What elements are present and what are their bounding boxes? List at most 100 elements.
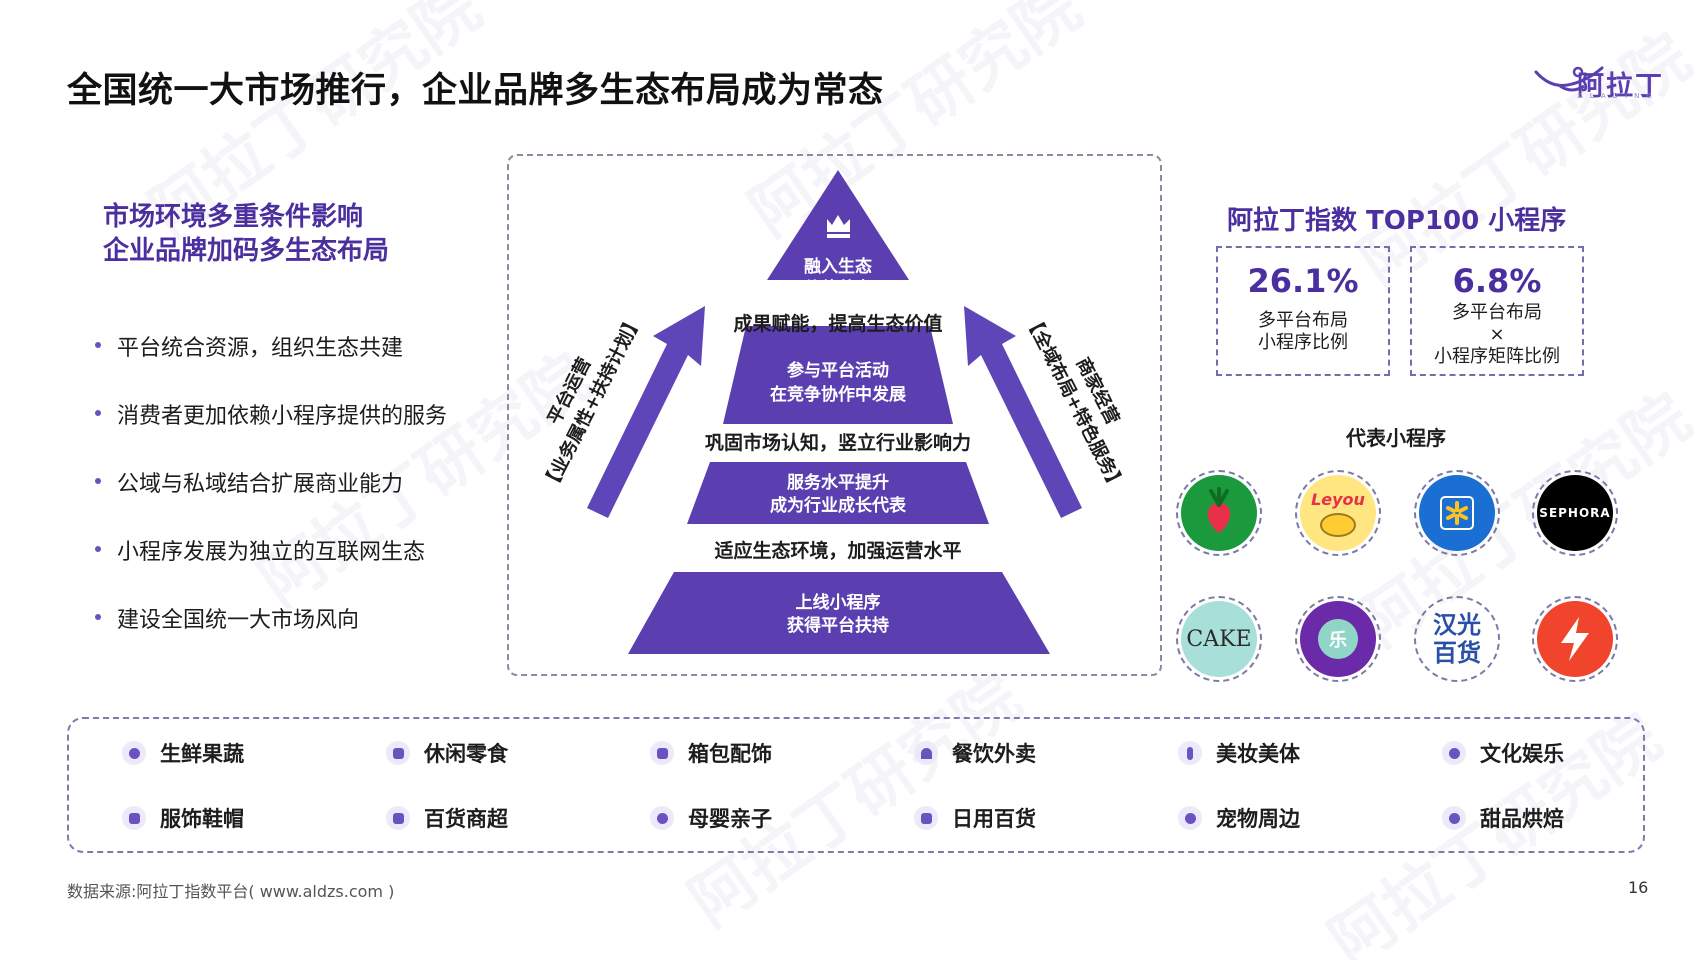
- baby-icon: [650, 806, 674, 830]
- cat-mascot-text: 乐: [1318, 619, 1358, 659]
- category-label: 宠物周边: [1216, 807, 1300, 831]
- category-label: 餐饮外卖: [952, 742, 1036, 766]
- film-reel-icon: [1442, 741, 1466, 765]
- category-label: 生鲜果蔬: [160, 742, 244, 766]
- bullet-item: 小程序发展为独立的互联网生态: [95, 534, 447, 602]
- left-heading: 市场环境多重条件影响 企业品牌加码多生态布局: [103, 200, 389, 268]
- leyou-text: Leyou: [1311, 489, 1365, 509]
- hanguang-icon: 汉光 百货: [1419, 601, 1495, 677]
- radish-icon: [1181, 475, 1257, 551]
- bullet-item: 公域与私域结合扩展商业能力: [95, 466, 447, 534]
- tier-top-text: 价值共享: [804, 278, 872, 299]
- sephora-text: SEPHORA: [1539, 506, 1611, 520]
- pyramid-tier-2: [723, 326, 953, 424]
- stat-label: 多平台布局: [1258, 310, 1348, 331]
- cake-text: CAKE: [1186, 626, 1252, 652]
- app-walmart[interactable]: [1414, 470, 1500, 556]
- cake-icon: CAKE: [1181, 601, 1257, 677]
- category-item: 宠物周边: [1178, 803, 1300, 833]
- shirt-icon: [122, 806, 146, 830]
- category-item: 箱包配饰: [650, 738, 772, 768]
- category-item: 百货商超: [386, 803, 508, 833]
- tier-3-text: 服务水平提升: [787, 472, 889, 493]
- aladdin-lamp-icon: [1534, 66, 1604, 92]
- category-item: 甜品烘焙: [1442, 803, 1564, 833]
- dish-icon: [914, 741, 938, 765]
- index-title: 阿拉丁指数 TOP100 小程序: [1227, 206, 1567, 236]
- bullet-item: 平台统合资源，组织生态共建: [95, 330, 447, 398]
- tier-2-text: 参与平台活动: [787, 360, 889, 381]
- step-text: 成果赋能，提高生态价值: [733, 312, 942, 335]
- app-cat-mascot[interactable]: 乐: [1295, 596, 1381, 682]
- category-label: 母婴亲子: [688, 807, 772, 831]
- category-label: 百货商超: [424, 807, 508, 831]
- category-item: 母婴亲子: [650, 803, 772, 833]
- leyou-icon: Leyou: [1300, 475, 1376, 551]
- category-item: 餐饮外卖: [914, 738, 1036, 768]
- app-lightning[interactable]: [1532, 596, 1618, 682]
- bullet-list: 平台统合资源，组织生态共建 消费者更加依赖小程序提供的服务 公域与私域结合扩展商…: [95, 330, 447, 670]
- stat-value: 6.8%: [1452, 262, 1542, 300]
- stat-value: 26.1%: [1247, 262, 1359, 300]
- step-text: 巩固市场认知，竖立行业影响力: [705, 431, 971, 454]
- stat-label: ×: [1489, 324, 1505, 345]
- right-arrow: [964, 306, 1082, 518]
- page-title: 全国统一大市场推行，企业品牌多生态布局成为常态: [67, 71, 884, 111]
- pyramid-tier-base: [628, 572, 1050, 654]
- bullet-item: 消费者更加依赖小程序提供的服务: [95, 398, 447, 466]
- category-item: 服饰鞋帽: [122, 803, 244, 833]
- app-cake[interactable]: CAKE: [1176, 596, 1262, 682]
- store-icon: [386, 806, 410, 830]
- category-label: 日用百货: [952, 807, 1036, 831]
- hanguang-text: 百货: [1433, 639, 1481, 667]
- logo-text: 阿拉丁: [1577, 71, 1664, 102]
- category-label: 休闲零食: [424, 742, 508, 766]
- sephora-icon: SEPHORA: [1537, 475, 1613, 551]
- snack-icon: [386, 741, 410, 765]
- category-label: 美妆美体: [1216, 742, 1300, 766]
- stat-card: 6.8% 多平台布局 × 小程序矩阵比例: [1410, 246, 1584, 376]
- app-hanguang[interactable]: 汉光 百货: [1414, 596, 1500, 682]
- tier-base-text: 获得平台扶持: [787, 615, 889, 636]
- tier-top-text: 融入生态: [804, 256, 872, 277]
- bullet-item: 建设全国统一大市场风向: [95, 602, 447, 670]
- cat-mascot-icon: 乐: [1300, 601, 1376, 677]
- crown-icon: [827, 215, 850, 238]
- lightning-icon: [1537, 601, 1613, 677]
- category-label: 服饰鞋帽: [160, 807, 244, 831]
- lipstick-icon: [1178, 741, 1202, 765]
- stat-label: 多平台布局: [1452, 302, 1542, 323]
- category-item: 休闲零食: [386, 738, 508, 768]
- pyramid-tier-3: [687, 462, 989, 524]
- category-item: 生鲜果蔬: [122, 738, 244, 768]
- page-number: 16: [1628, 878, 1649, 897]
- step-text: 适应生态环境，加强运营水平: [714, 539, 961, 562]
- pyramid-frame: [507, 154, 1162, 676]
- watermark: 阿拉丁研究院: [1346, 380, 1704, 662]
- category-label: 文化娱乐: [1480, 742, 1564, 766]
- app-leyou[interactable]: Leyou: [1295, 470, 1381, 556]
- category-item: 日用百货: [914, 803, 1036, 833]
- category-panel: [67, 717, 1645, 853]
- left-heading-line: 市场环境多重条件影响: [103, 202, 364, 232]
- walmart-icon: [1419, 475, 1495, 551]
- category-label: 箱包配饰: [688, 742, 772, 766]
- bag-icon: [650, 741, 674, 765]
- data-source: 数据来源:阿拉丁指数平台( www.aldzs.com ): [67, 882, 395, 901]
- stat-label: 小程序矩阵比例: [1434, 346, 1560, 367]
- growth-pyramid: 融入生态 价值共享 成果赋能，提高生态价值 参与平台活动 在竞争协作中发展 巩固…: [538, 170, 1129, 654]
- category-item: 文化娱乐: [1442, 738, 1564, 768]
- paw-icon: [1178, 806, 1202, 830]
- stat-label: 小程序比例: [1258, 332, 1348, 353]
- logo-subtext: ALADING: [1578, 92, 1659, 100]
- category-label: 甜品烘焙: [1480, 807, 1564, 831]
- basket-icon: [914, 806, 938, 830]
- hanguang-text: 汉光: [1433, 611, 1481, 639]
- tier-3-text: 成为行业成长代表: [770, 495, 907, 516]
- app-sephora[interactable]: SEPHORA: [1532, 470, 1618, 556]
- apple-icon: [122, 741, 146, 765]
- category-item: 美妆美体: [1178, 738, 1300, 768]
- app-radish[interactable]: [1176, 470, 1262, 556]
- tier-2-text: 在竞争协作中发展: [770, 384, 906, 405]
- left-heading-line: 企业品牌加码多生态布局: [103, 236, 390, 266]
